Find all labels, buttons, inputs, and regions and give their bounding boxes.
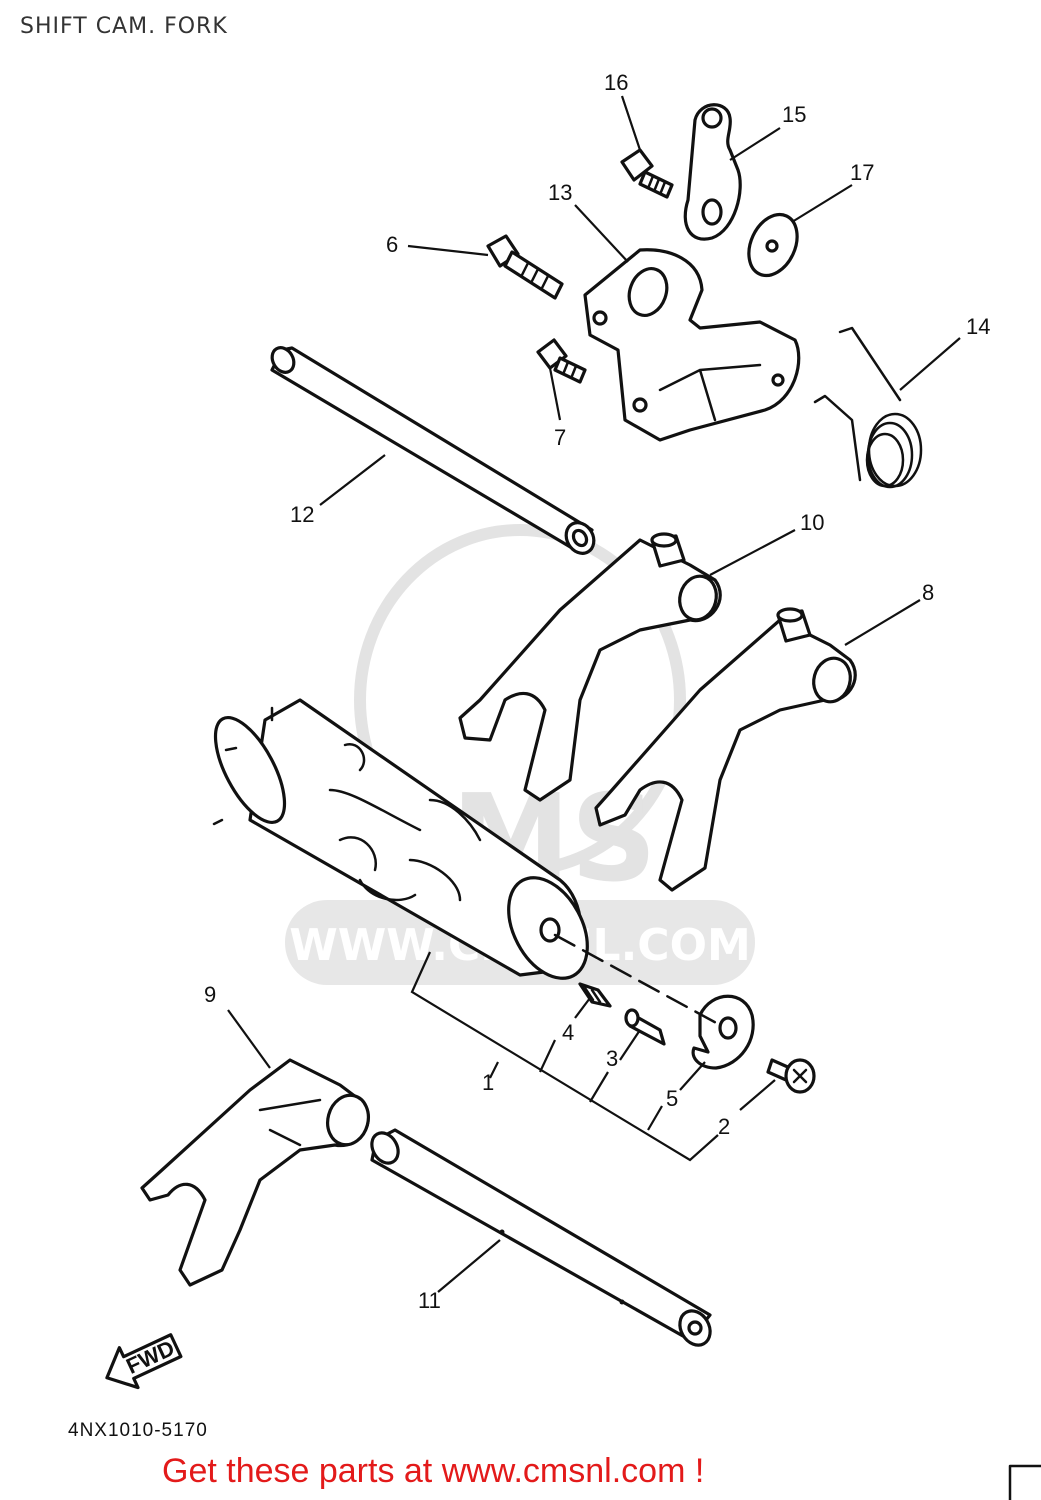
part-17-collar <box>747 212 799 278</box>
callout-5: 5 <box>666 1086 678 1111</box>
part-1-shift-cam <box>212 698 589 980</box>
part-11-guide-bar <box>370 1128 712 1347</box>
callout-8: 8 <box>922 580 934 605</box>
callout-leaders <box>227 95 961 1293</box>
fwd-direction-arrow: FWD <box>105 1333 183 1390</box>
callout-2: 2 <box>718 1114 730 1139</box>
diagram-code: 4NX1010-5170 <box>68 1420 208 1441</box>
part-16-bolt <box>620 148 674 199</box>
callout-16: 16 <box>604 70 628 95</box>
callout-6: 6 <box>386 232 398 257</box>
part-10-shift-fork <box>458 532 722 802</box>
callout-10: 10 <box>800 510 824 535</box>
part-14-torsion-spring <box>813 326 923 489</box>
part-8-shift-fork <box>594 607 857 892</box>
part-5-washer-plate <box>691 994 755 1070</box>
part-4-dowel-pin <box>578 982 612 1008</box>
callout-11: 11 <box>418 1288 441 1313</box>
callout-13: 13 <box>548 180 572 205</box>
cta-link[interactable]: Get these parts at www.cmsnl.com ! <box>162 1452 705 1490</box>
callout-7: 7 <box>554 425 566 450</box>
callout-15: 15 <box>782 102 806 127</box>
part-12-guide-bar <box>270 346 596 555</box>
callout-4: 4 <box>562 1020 574 1045</box>
callout-3: 3 <box>606 1046 618 1071</box>
part-2-screw <box>766 1058 816 1094</box>
part-15-segment <box>683 103 742 241</box>
callout-14: 14 <box>966 314 990 339</box>
callout-9: 9 <box>204 982 216 1007</box>
part-13-stopper-lever <box>583 248 801 442</box>
part-6-bolt <box>486 234 564 300</box>
part-9-shift-fork <box>140 1058 370 1287</box>
part-7-bolt <box>536 338 587 384</box>
callout-1: 1 <box>482 1070 494 1095</box>
page-title: SHIFT CAM. FORK <box>20 14 228 39</box>
callout-12: 12 <box>290 502 314 527</box>
callout-17: 17 <box>850 160 874 185</box>
part-3-pin <box>624 1008 666 1046</box>
